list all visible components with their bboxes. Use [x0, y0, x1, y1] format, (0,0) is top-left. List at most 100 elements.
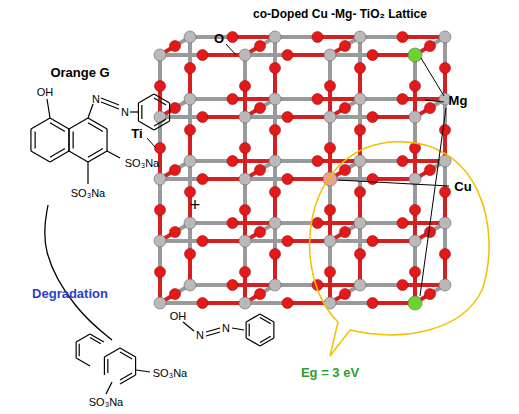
titanium-atom: [354, 31, 366, 43]
oxygen-atom: [340, 41, 351, 52]
oxygen-atom: [367, 236, 378, 247]
double-bond: [154, 119, 166, 126]
bond: [330, 239, 373, 243]
oxygen-atom: [155, 143, 166, 154]
bond: [203, 301, 246, 305]
double-bond: [50, 123, 65, 132]
double-bond: [79, 344, 80, 356]
bond: [275, 283, 318, 287]
oxygen-atom: [397, 156, 408, 167]
oxygen-atom: [340, 103, 351, 114]
ring-bond: [246, 322, 247, 338]
double-bond: [249, 324, 250, 336]
group-label: SO₃Na: [89, 397, 123, 408]
oxygen-atom: [282, 298, 293, 309]
ring-bond: [246, 314, 260, 322]
titanium-atom: [239, 173, 251, 185]
bond: [288, 53, 331, 57]
oxygen-atom: [170, 227, 181, 238]
plus-sign: +: [190, 196, 201, 214]
bond: [203, 53, 246, 57]
titanium-atom: [354, 217, 366, 229]
ring-bond: [90, 334, 104, 342]
titanium-atom: [154, 173, 166, 185]
oxygen-atom: [197, 298, 208, 309]
ring-bond: [68, 129, 69, 151]
oxygen-atom: [240, 205, 251, 216]
group-label: SO₃Na: [125, 158, 159, 169]
oxygen-atom: [440, 125, 451, 136]
bond: [245, 53, 288, 57]
bond: [190, 97, 233, 101]
bond: [233, 97, 276, 101]
bond: [136, 370, 150, 372]
oxygen-atom: [170, 41, 181, 52]
oxygen-atom: [185, 63, 196, 74]
titanium-atom: [154, 297, 166, 309]
bond: [233, 283, 276, 287]
ring-bond: [246, 338, 260, 346]
ring-bond: [104, 357, 105, 375]
oxygen-atom: [197, 50, 208, 61]
double-bond: [141, 105, 142, 119]
oxygen-atom: [340, 227, 351, 238]
oxygen-atom: [425, 103, 436, 114]
group-label: SO₃Na: [71, 188, 105, 199]
titanium-atom: [184, 31, 196, 43]
ring-bond: [88, 151, 107, 162]
oxygen-atom: [270, 187, 281, 198]
ring-bond: [260, 338, 274, 346]
titanium-atom: [184, 155, 196, 167]
ring-bond: [68, 129, 69, 151]
bond: [101, 98, 119, 105]
bond: [360, 35, 403, 39]
oxygen-atom: [240, 267, 251, 278]
magnesium-atom: [408, 296, 422, 310]
titanium-atom: [439, 279, 451, 291]
oxygen-atom: [355, 187, 366, 198]
bond: [275, 35, 318, 39]
bond: [360, 283, 403, 287]
oxygen-atom: [325, 267, 336, 278]
oxygen-atom: [197, 236, 208, 247]
magnesium-atom: [408, 48, 422, 62]
bond: [106, 382, 112, 394]
titanium-atom: [354, 155, 366, 167]
ring-bond: [76, 334, 90, 342]
double-bond: [88, 149, 103, 158]
oxygen-atom: [325, 143, 336, 154]
atom-label: Mg: [449, 94, 468, 107]
ring-bond: [50, 118, 69, 129]
oxygen-atom: [282, 174, 293, 185]
bond: [403, 97, 446, 101]
oxygen-atom: [425, 289, 436, 300]
ring-bond: [273, 322, 274, 338]
titanium-atom: [239, 297, 251, 309]
degradation-arrow: [45, 205, 112, 340]
bond: [160, 53, 203, 57]
oxygen-atom: [425, 227, 436, 238]
ring-bond: [76, 358, 90, 366]
ring-bond: [69, 151, 88, 162]
ring-bond: [260, 314, 274, 322]
titanium-atom: [439, 217, 451, 229]
oxygen-atom: [170, 165, 181, 176]
atom-label: Cu: [454, 180, 471, 193]
titanium-atom: [154, 235, 166, 247]
titanium-atom: [269, 155, 281, 167]
oxygen-atom: [255, 227, 266, 238]
bond: [330, 301, 373, 305]
atom-label: N: [196, 330, 204, 341]
bond: [160, 301, 203, 305]
ring-bond: [154, 121, 170, 130]
bond: [330, 115, 373, 119]
double-bond: [90, 338, 101, 344]
bond: [403, 221, 446, 225]
bond: [190, 283, 233, 287]
oxygen-atom: [355, 249, 366, 260]
bond: [245, 177, 288, 181]
bond: [233, 221, 276, 225]
bond: [360, 97, 403, 101]
bond: [190, 35, 233, 39]
titanium-atom: [409, 235, 421, 247]
